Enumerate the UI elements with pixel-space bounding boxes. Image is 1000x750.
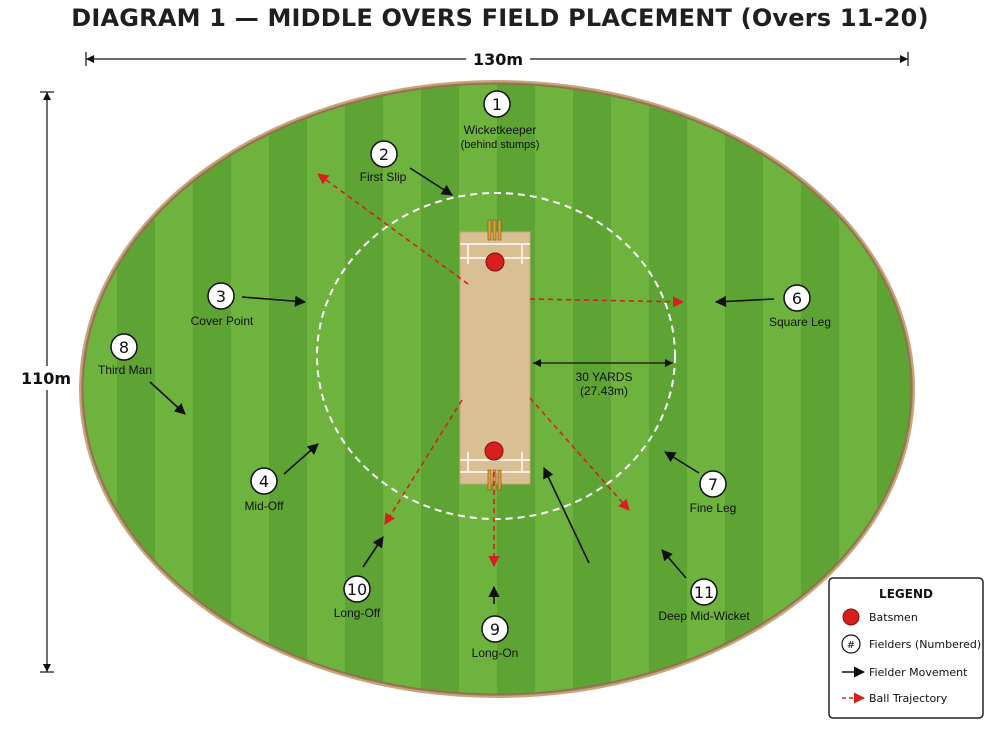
movement-long-off [362,536,384,568]
fielder-number: 4 [259,472,269,491]
fielders: 1 Wicketkeeper (behind stumps) 2 First S… [98,90,831,660]
width-label: 130m [473,50,523,69]
fielder-name: Cover Point [191,314,254,328]
fielder-name: Deep Mid-Wicket [658,609,750,623]
fielder-4-mid-off: 4 Mid-Off [244,467,284,513]
fielder-name: Third Man [98,363,152,377]
fielder-movements [149,167,775,604]
cricket-field: 30 YARDS (27.43m) 1 Wicketkeeper (behind… [79,80,915,698]
legend-item-fielders: Fielders (Numbered) [869,638,981,651]
trajectory-long-off [384,399,463,525]
grass-stripe [269,84,308,694]
movement-third-man [149,381,186,415]
fielder-number: 9 [490,620,500,639]
fielder-7-fine-leg: 7 Fine Leg [690,470,737,515]
grass-stripe [193,84,232,694]
fielder-2-first-slip: 2 First Slip [360,140,407,184]
fielder-number: 8 [119,338,129,357]
fielder-8-third-man: 8 Third Man [98,333,152,377]
width-dimension: 130m [85,48,909,70]
circle-radius-measurement: 30 YARDS (27.43m) [533,359,673,398]
fielder-name: Square Leg [769,315,831,329]
grass-stripe [611,84,650,694]
fielder-10-long-off: 10 Long-Off [334,575,381,620]
legend-fielder-symbol: # [847,640,855,651]
height-dimension: 110m [20,91,76,673]
legend-item-batsmen: Batsmen [869,611,918,624]
fielder-note: (behind stumps) [461,139,540,151]
movement-mid-off [283,443,319,475]
trajectory-fine-leg [529,397,630,511]
grass-stripe [383,84,422,694]
fielder-icon [841,634,861,654]
height-label: 110m [21,369,71,388]
movement-deep-mid-wicket-infield [543,466,590,564]
grass-stripe [117,84,156,694]
legend-item-movement: Fielder Movement [869,666,968,679]
fielder-number: 1 [492,95,502,114]
grass-stripe [307,84,346,694]
fielder-name: First Slip [360,170,407,184]
ball-trajectories [317,173,685,568]
trajectory-square-leg [529,296,685,308]
legend-item-trajectory: Ball Trajectory [869,692,948,705]
fielder-6-square-leg: 6 Square Leg [769,284,831,329]
movement-deep-mid-wicket [661,549,687,579]
grass-stripe [535,84,574,694]
grass-stripe [231,84,270,694]
circle-radius-metric: (27.43m) [580,384,628,398]
fielder-number: 2 [379,145,389,164]
fielder-name: Fine Leg [690,501,737,515]
fielder-name: Wicketkeeper [464,123,537,137]
fielder-number: 3 [216,287,226,306]
thirty-yard-circle [316,192,676,520]
fielder-number: 10 [347,580,367,599]
grass-stripe [421,84,460,694]
batsman-striker [485,252,505,272]
page-title: DIAGRAM 1 — MIDDLE OVERS FIELD PLACEMENT… [71,4,929,32]
movement-square-leg [714,295,775,308]
grass-stripe [687,84,726,694]
grass-stripe [573,84,612,694]
grass-stripe [649,84,688,694]
fielder-number: 6 [792,289,802,308]
fielder-number: 7 [708,475,718,494]
fielder-name: Long-On [472,646,519,660]
grass-stripe [725,84,764,694]
fielder-11-deep-mid-wicket: 11 Deep Mid-Wicket [658,578,750,623]
fielder-1-wicketkeeper: 1 Wicketkeeper (behind stumps) [461,90,540,151]
movement-cover-point [241,295,307,307]
circle-radius-label: 30 YARDS [576,370,633,384]
movement-first-slip [409,167,453,196]
grass-stripe [155,84,194,694]
movement-fine-leg [664,451,700,474]
fielder-name: Mid-Off [244,499,284,513]
stumps-top [487,219,502,241]
grass-stripe [83,84,118,694]
fielder-number: 11 [694,583,714,602]
fielder-3-cover-point: 3 Cover Point [191,282,254,328]
legend-title: LEGEND [879,587,933,601]
legend: LEGEND Batsmen # Fielders (Numbered) Fie… [828,577,984,719]
fielder-9-long-on: 9 Long-On [472,615,519,660]
fielder-name: Long-Off [334,606,381,620]
grass-stripe [763,84,802,694]
batsman-icon [842,608,860,626]
batsman-non-striker [484,441,504,461]
trajectory-first-slip [317,173,469,285]
